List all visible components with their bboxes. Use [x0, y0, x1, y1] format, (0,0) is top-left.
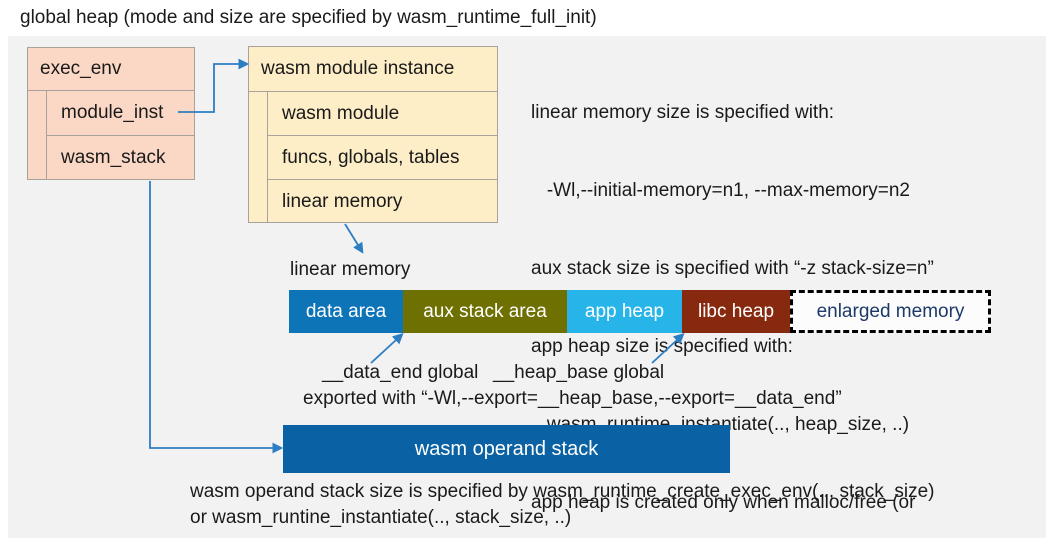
operand-stack-note: wasm operand stack size is specified by … — [190, 479, 935, 530]
module-instance-body: wasm module funcs, globals, tables linea… — [249, 91, 497, 223]
note-line: or wasm_runtine_instantiate(.., stack_si… — [190, 506, 572, 528]
linear-memory-label: linear memory — [290, 259, 411, 280]
note-line: aux stack size is specified with “-z sta… — [531, 258, 934, 279]
exec-env-row-module-inst: module_inst — [61, 102, 164, 123]
note-line: -Wl,--initial-memory=n1, --max-memory=n2 — [531, 180, 910, 201]
exec-env-indent-strip — [28, 91, 47, 180]
module-instance-row-linear-memory: linear memory — [268, 179, 497, 223]
exec-env-box: exec_env module_inst wasm_stack — [27, 47, 195, 180]
segment-libc-heap: libc heap — [682, 290, 790, 333]
wasm-operand-stack-box: wasm operand stack — [283, 425, 730, 473]
segment-aux-stack-area: aux stack area — [403, 290, 567, 333]
module-instance-header: wasm module instance — [261, 58, 455, 79]
segment-data-area: data area — [289, 290, 403, 333]
exec-env-row-wasm-stack: wasm_stack — [47, 135, 194, 180]
linear-memory-bar: data area aux stack area app heap libc h… — [289, 290, 991, 333]
note-line: app heap size is specified with: — [531, 336, 793, 357]
module-instance-indent-strip — [249, 92, 268, 223]
module-instance-row-funcs-globals-tables: funcs, globals, tables — [268, 135, 497, 179]
exec-env-body: module_inst wasm_stack — [28, 90, 194, 180]
diagram-title: global heap (mode and size are specified… — [20, 7, 597, 28]
segment-app-heap: app heap — [567, 290, 682, 333]
exec-env-header: exec_env — [40, 58, 122, 79]
segment-enlarged-memory: enlarged memory — [790, 290, 991, 333]
module-instance-box: wasm module instance wasm module funcs, … — [248, 46, 498, 223]
heap-base-annotation: __heap_base global — [493, 362, 665, 383]
note-line: linear memory size is specified with: — [531, 102, 835, 123]
note-line: wasm operand stack size is specified by … — [190, 481, 935, 502]
note-line: app heap is created only when malloc/fre… — [531, 492, 916, 513]
export-flags-annotation: exported with “-Wl,--export=__heap_base,… — [303, 388, 842, 409]
module-instance-row-wasm-module: wasm module — [282, 102, 400, 124]
data-end-annotation: __data_end global — [322, 362, 479, 383]
